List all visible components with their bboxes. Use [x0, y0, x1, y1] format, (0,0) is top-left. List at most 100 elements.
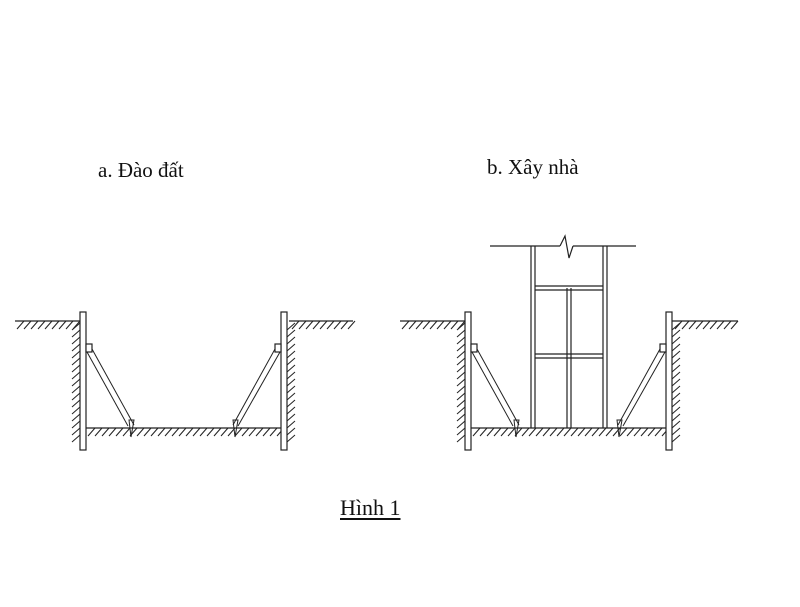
soil-hatch-mark: [286, 364, 296, 373]
strut-left-b-edge: [476, 348, 520, 426]
soil-hatch-mark: [456, 427, 466, 436]
soil-hatch-mark: [671, 371, 681, 380]
panel-b-label: b. Xây nhà: [487, 155, 579, 179]
soil-hatch-mark: [688, 320, 697, 330]
soil-hatch-mark: [115, 427, 124, 437]
soil-hatch-mark: [456, 378, 466, 387]
ground-hatch-left: [16, 320, 81, 330]
wall-soil-hatch-right: [286, 322, 296, 443]
soil-hatch-mark: [71, 357, 81, 366]
stake-left: [128, 419, 135, 438]
soil-hatch-mark: [71, 378, 81, 387]
soil-hatch-mark: [286, 399, 296, 408]
soil-hatch-mark: [521, 427, 530, 437]
soil-hatch-mark: [422, 320, 431, 330]
soil-hatch-mark: [286, 434, 296, 443]
soil-hatch-mark: [401, 320, 410, 330]
soil-hatch-mark: [671, 434, 681, 443]
soil-hatch-mark: [456, 350, 466, 359]
soil-hatch-mark: [702, 320, 711, 330]
strut-right-edge: [232, 348, 276, 426]
soil-hatch-mark: [456, 385, 466, 394]
soil-hatch-mark: [612, 427, 621, 437]
soil-hatch-mark: [542, 427, 551, 437]
retaining-wall-left: [79, 311, 87, 451]
soil-hatch-mark: [71, 350, 81, 359]
soil-hatch-mark: [456, 420, 466, 429]
soil-hatch-mark: [716, 320, 725, 330]
strut-right-b: [622, 351, 666, 427]
pit-bottom-hatch: [87, 427, 285, 437]
soil-hatch-mark: [23, 320, 32, 330]
soil-hatch-mark: [37, 320, 46, 330]
ground-hatch-right-b: [674, 320, 739, 330]
strut-right-b-edge: [617, 348, 661, 426]
soil-hatch-mark: [94, 427, 103, 437]
soil-hatch-mark: [101, 427, 110, 437]
soil-hatch-mark: [71, 399, 81, 408]
soil-hatch-mark: [71, 343, 81, 352]
soil-hatch-mark: [44, 320, 53, 330]
soil-hatch-mark: [456, 336, 466, 345]
soil-hatch-mark: [286, 413, 296, 422]
soil-hatch-mark: [681, 320, 690, 330]
soil-hatch-mark: [286, 322, 296, 331]
soil-hatch-mark: [347, 320, 356, 330]
wall-soil-hatch-right-b: [671, 322, 681, 443]
stake-right: [232, 419, 239, 438]
soil-hatch-mark: [507, 427, 516, 437]
retaining-wall-left-b: [464, 311, 472, 451]
soil-hatch-mark: [528, 427, 537, 437]
soil-hatch-mark: [71, 385, 81, 394]
stake-left-b: [513, 419, 520, 438]
soil-hatch-mark: [591, 427, 600, 437]
soil-hatch-mark: [671, 329, 681, 338]
panel-a-label: a. Đào đất: [98, 158, 184, 182]
soil-hatch-mark: [122, 427, 131, 437]
soil-hatch-mark: [500, 427, 509, 437]
soil-hatch-mark: [220, 427, 229, 437]
soil-hatch-mark: [71, 322, 81, 331]
soil-hatch-mark: [640, 427, 649, 437]
soil-hatch-mark: [286, 336, 296, 345]
soil-hatch-mark: [312, 320, 321, 330]
soil-hatch-mark: [51, 320, 60, 330]
soil-hatch-mark: [570, 427, 579, 437]
soil-hatch-mark: [456, 392, 466, 401]
soil-hatch-mark: [671, 364, 681, 373]
soil-hatch-mark: [71, 392, 81, 401]
soil-hatch-mark: [456, 434, 466, 443]
soil-hatch-mark: [58, 320, 67, 330]
soil-hatch-mark: [415, 320, 424, 330]
soil-hatch-mark: [605, 427, 614, 437]
soil-hatch-mark: [535, 427, 544, 437]
soil-hatch-mark: [456, 322, 466, 331]
wall-soil-hatch-left: [71, 322, 81, 443]
soil-hatch-mark: [286, 350, 296, 359]
soil-hatch-mark: [199, 427, 208, 437]
soil-hatch-mark: [674, 320, 683, 330]
soil-hatch-mark: [286, 329, 296, 338]
figure-caption: Hình 1: [340, 495, 401, 520]
soil-hatch-mark: [178, 427, 187, 437]
wall-soil-hatch-left-b: [456, 322, 466, 443]
soil-hatch-mark: [671, 322, 681, 331]
soil-hatch-mark: [286, 420, 296, 429]
building-frame: [490, 234, 636, 428]
soil-hatch-mark: [709, 320, 718, 330]
strut-bracket-left: [85, 343, 93, 353]
soil-hatch-mark: [319, 320, 328, 330]
soil-hatch-mark: [633, 427, 642, 437]
soil-hatch-mark: [213, 427, 222, 437]
panel-a-excavation: [15, 311, 356, 451]
soil-hatch-mark: [262, 427, 271, 437]
soil-hatch-mark: [269, 427, 278, 437]
soil-hatch-mark: [549, 427, 558, 437]
soil-hatch-mark: [16, 320, 25, 330]
soil-hatch-mark: [65, 320, 74, 330]
strut-bracket-left-b: [470, 343, 478, 353]
retaining-wall-right-b: [665, 311, 673, 451]
soil-hatch-mark: [456, 343, 466, 352]
strut-bracket-right-b: [659, 343, 667, 353]
soil-hatch-mark: [241, 427, 250, 437]
